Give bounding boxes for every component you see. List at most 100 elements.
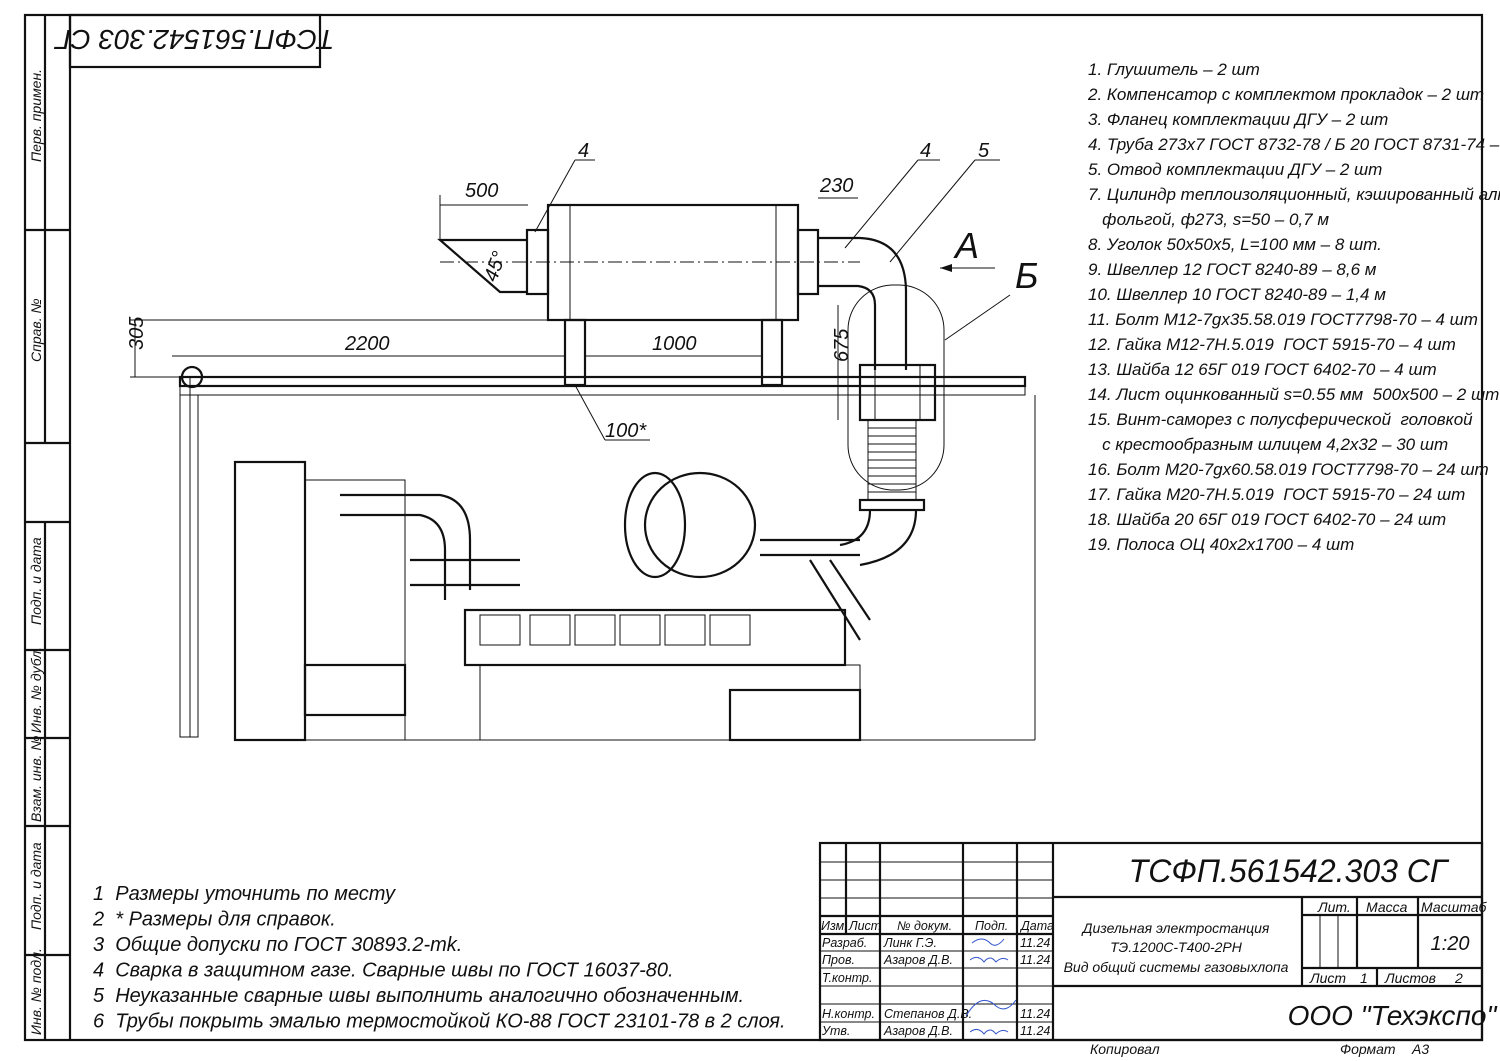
parts-list-item: 4. Труба 273х7 ГОСТ 8732-78 / Б 20 ГОСТ … — [1088, 135, 1500, 154]
parts-list-item: 9. Швеллер 12 ГОСТ 8240-89 – 8,6 м — [1088, 260, 1377, 279]
compensator — [839, 419, 926, 567]
strip-label: Взам. инв. № — [28, 735, 44, 822]
scale-label: Масштаб — [1421, 899, 1488, 915]
note-item: 6 Трубы покрыть эмалью термостойкой КО-8… — [93, 1011, 786, 1033]
strip-label: Инв. № подл. — [28, 948, 44, 1035]
parts-list: 1. Глушитель – 2 шт 2. Компенсатор с комп… — [1087, 60, 1500, 554]
row-role: Пров. — [822, 953, 855, 967]
position-4: 4 — [920, 140, 931, 162]
lit-label: Лит. — [1317, 899, 1351, 915]
parts-list-item: 11. Болт М12-7gх35.58.019 ГОСТ7798-70 – … — [1088, 310, 1478, 329]
mirrored-stamp-text: ТСФП.561542.303 СГ — [54, 24, 335, 55]
row-date: 11.24 — [1020, 1007, 1050, 1021]
parts-list-item: 15. Винт-саморез с полусферической голов… — [1088, 410, 1473, 429]
header-date: Дата — [1019, 919, 1054, 933]
position-5: 5 — [978, 140, 990, 162]
header-list: Лист — [848, 919, 881, 933]
product-model-line: ТЭ.1200С-Т400-2РН — [1110, 939, 1243, 955]
scale-value: 1:20 — [1431, 933, 1470, 955]
view-a-label: А — [953, 225, 979, 266]
dim-500: 500 — [465, 180, 498, 202]
signature-images — [965, 938, 1017, 1035]
note-item: 3 Общие допуски по ГОСТ 30893.2-mk. — [93, 934, 462, 956]
mass-label: Масса — [1366, 899, 1408, 915]
parts-list-item: 2. Компенсатор с комплектом прокладок – … — [1087, 85, 1484, 104]
parts-list-item: 13. Шайба 12 65Г 019 ГОСТ 6402-70 – 4 шт — [1088, 360, 1437, 379]
copied-label: Копировал — [1090, 1041, 1160, 1057]
technical-notes: 1 Размеры уточнить по месту 2 * Размеры д… — [92, 883, 786, 1033]
parts-list-item: 7. Цилиндр теплоизоляционный, кэшированн… — [1088, 185, 1500, 204]
row-name: Азаров Д.В. — [883, 953, 953, 967]
row-date: 11.24 — [1020, 953, 1050, 967]
parts-list-item: 18. Шайба 20 65Г 019 ГОСТ 6402-70 – 24 ш… — [1088, 510, 1446, 529]
flange-left — [525, 228, 550, 296]
note-item: 2 * Размеры для справок. — [92, 909, 336, 931]
header-izm: Изм. — [821, 919, 848, 933]
row-date: 11.24 — [1020, 936, 1050, 950]
view-title-line: Вид общий системы газовыхлопа — [1064, 959, 1289, 975]
header-doc: № докум. — [897, 919, 952, 933]
parts-list-item: 12. Гайка М12-7Н.5.019 ГОСТ 5915-70 – 4 … — [1088, 335, 1456, 354]
doc-number: ТСФП.561542.303 СГ — [1129, 853, 1450, 889]
note-item: 1 Размеры уточнить по месту — [93, 883, 396, 905]
container-roof — [178, 363, 1027, 738]
rain-cap — [437, 238, 527, 294]
flange-right — [796, 228, 820, 296]
parts-list-item: с крестообразным шлицем 4,2х32 – 30 шт — [1088, 435, 1448, 454]
note-item: 4 Сварка в защитном газе. Сварные швы по… — [93, 960, 674, 982]
side-strip: Перв. примен. Справ. № Подп. и дата Инв.… — [25, 15, 70, 1040]
row-name: Линк Г.Э. — [883, 936, 937, 950]
sheet-number: 1 — [1360, 970, 1368, 986]
parts-list-item: 8. Уголок 50х50х5, L=100 мм – 8 шт. — [1088, 235, 1382, 254]
row-role: Т.контр. — [822, 971, 872, 985]
parts-list-item: 5. Отвод комплектации ДГУ – 2 шт — [1088, 160, 1382, 179]
sheet-label: Лист — [1309, 970, 1346, 986]
header-sign: Подп. — [975, 919, 1008, 933]
elbow — [818, 236, 908, 370]
dim-2200: 2200 — [344, 333, 390, 355]
strip-label: Инв. № дубл. — [28, 647, 44, 733]
parts-list-item: 17. Гайка М20-7Н.5.019 ГОСТ 5915-70 – 24… — [1088, 485, 1465, 504]
row-name: Азаров Д.В. — [883, 1024, 953, 1038]
row-name: Степанов Д.В. — [884, 1007, 972, 1021]
insulation-cylinder — [847, 284, 945, 491]
note-item: 5 Неуказанные сварные швы выполнить анал… — [93, 985, 744, 1007]
parts-list-item: 1. Глушитель – 2 шт — [1088, 60, 1260, 79]
row-date: 11.24 — [1020, 1024, 1050, 1038]
dim-675: 675 — [831, 328, 853, 362]
parts-list-item: 10. Швеллер 10 ГОСТ 8240-89 – 1,4 м — [1088, 285, 1386, 304]
row-role: Утв. — [821, 1024, 850, 1038]
strip-label: Перв. примен. — [28, 69, 44, 162]
sheets-total: 2 — [1454, 970, 1463, 986]
dim-230: 230 — [819, 175, 853, 197]
diesel-engine — [233, 395, 1036, 742]
view-b-label: Б — [1015, 255, 1038, 296]
dim-100: 100* — [605, 420, 647, 442]
exhaust-system-view: 500 45° 230 4 4 5 А Б 305 2200 1000 675 — [126, 140, 1038, 742]
title-block: ТСФП.561542.303 СГ Изм. Лист № докум. По… — [818, 841, 1498, 1057]
position-4: 4 — [578, 140, 589, 162]
parts-list-item: 16. Болт М20-7gх60.58.019 ГОСТ7798-70 – … — [1088, 460, 1489, 479]
parts-list-item: 14. Лист оцинкованный s=0.55 мм 500х500 … — [1088, 385, 1499, 404]
organization-name: ООО "Техэкспо" — [1288, 1000, 1498, 1031]
strip-label: Подп. и дата — [28, 537, 44, 625]
parts-list-item: фольгой, ф273, s=50 – 0,7 м — [1088, 210, 1329, 229]
format-label: Формат — [1340, 1041, 1396, 1057]
strip-label: Справ. № — [28, 298, 44, 362]
product-name-line: Дизельная электростанция — [1081, 920, 1270, 936]
support-left — [563, 318, 587, 387]
format-value: А3 — [1411, 1041, 1429, 1057]
dim-305: 305 — [126, 316, 148, 350]
dimension-lines: 500 45° 230 4 4 5 А Б 305 2200 1000 675 — [126, 140, 1038, 442]
mirrored-stamp: ТСФП.561542.303 СГ — [54, 13, 335, 69]
sheets-label: Листов — [1384, 970, 1436, 986]
support-right — [760, 318, 784, 387]
sheet-frame — [23, 13, 1484, 1042]
row-role: Н.контр. — [822, 1007, 875, 1021]
strip-label: Подп. и дата — [28, 842, 44, 930]
parts-list-item: 19. Полоса ОЦ 40х2х1700 – 4 шт — [1088, 535, 1354, 554]
dim-1000: 1000 — [652, 333, 697, 355]
parts-list-item: 3. Фланец комплектации ДГУ – 2 шт — [1088, 110, 1388, 129]
row-role: Разраб. — [822, 936, 867, 950]
